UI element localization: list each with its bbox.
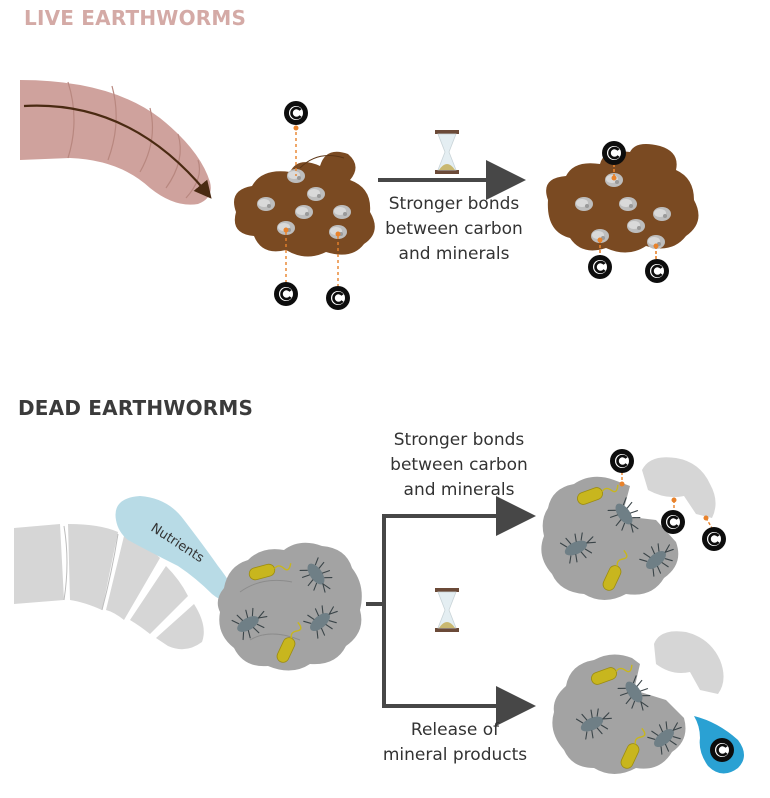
live-soil-aggregate-before bbox=[234, 151, 375, 257]
carbon-icon bbox=[708, 736, 736, 764]
dead-earthworm bbox=[14, 524, 204, 650]
carbon-icon bbox=[608, 447, 636, 475]
carbon-icon bbox=[272, 280, 300, 308]
live-soil-aggregate-after bbox=[546, 144, 699, 253]
caption-line: and minerals bbox=[398, 244, 510, 264]
carbon-icon bbox=[643, 257, 671, 285]
live-earthworm bbox=[20, 80, 212, 205]
dead-soil-aggregate bbox=[217, 542, 362, 671]
live-caption: Stronger bonds between carbon and minera… bbox=[366, 192, 542, 267]
caption-line: Release of bbox=[410, 720, 500, 740]
caption-line: between carbon bbox=[390, 455, 528, 475]
gut-passage-arrow bbox=[23, 104, 212, 199]
dead-top-caption: Stronger bonds between carbon and minera… bbox=[370, 428, 548, 503]
carbon-icon bbox=[324, 284, 352, 312]
carbon-icon bbox=[600, 139, 628, 167]
nutrients-leak bbox=[115, 496, 238, 602]
carbon-icon bbox=[586, 253, 614, 281]
dead-aggregate-top bbox=[541, 457, 716, 600]
carbon-icon bbox=[700, 525, 728, 553]
carbon-icon bbox=[282, 99, 310, 127]
caption-line: mineral products bbox=[382, 745, 528, 765]
hourglass-icon bbox=[434, 129, 460, 175]
caption-line: and minerals bbox=[403, 480, 515, 500]
caption-line: Stronger bonds bbox=[393, 430, 525, 450]
dead-earthworms-title: DEAD EARTHWORMS bbox=[18, 396, 254, 420]
dead-branch-arrows bbox=[366, 496, 536, 726]
hourglass-icon bbox=[434, 587, 460, 633]
carbon-icon bbox=[659, 508, 687, 536]
live-carbon-bonds-after bbox=[597, 164, 659, 260]
caption-line: Stronger bonds bbox=[388, 194, 520, 214]
live-earthworms-title: LIVE EARTHWORMS bbox=[24, 6, 247, 30]
live-carbon-bonds-before bbox=[283, 125, 341, 286]
dead-bottom-caption: Release of mineral products bbox=[364, 718, 546, 768]
dead-aggregate-bottom bbox=[552, 631, 724, 774]
caption-line: between carbon bbox=[385, 219, 523, 239]
